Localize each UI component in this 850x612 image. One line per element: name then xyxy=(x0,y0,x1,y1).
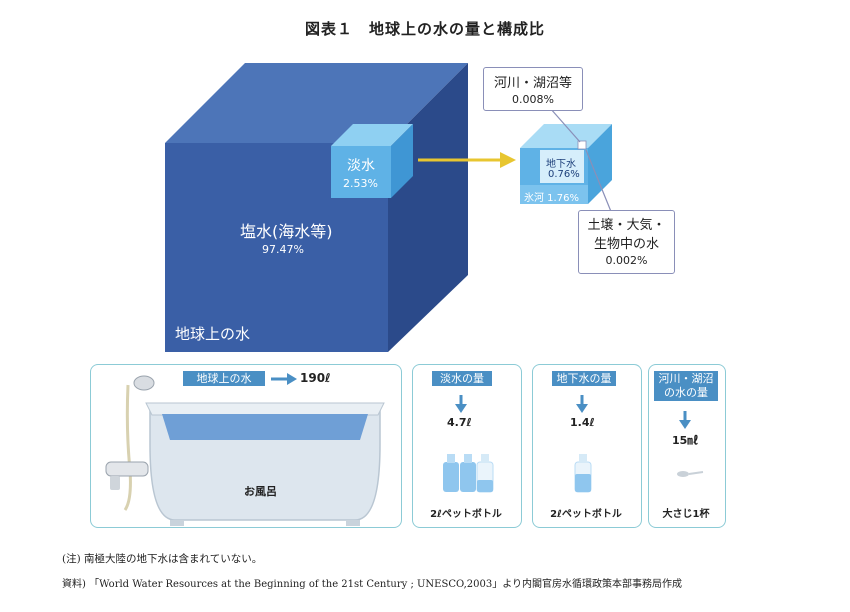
breakdown-cube-top xyxy=(520,124,612,148)
fresh-water-pct: 2.53% xyxy=(343,177,378,190)
note-antarctica: (注) 南極大陸の地下水は含まれていない。 xyxy=(62,553,263,565)
panel-bath-item: お風呂 xyxy=(244,485,277,498)
river-lake-cube xyxy=(577,140,587,150)
glacier-label: 氷河 1.76% xyxy=(524,193,579,204)
callout-river-label: 河川・湖沼等 xyxy=(493,76,572,91)
panel-river-item: 大さじ1杯 xyxy=(662,509,710,520)
callout-river-lake: 河川・湖沼等 0.008% xyxy=(483,67,583,111)
callout-river-pointer xyxy=(549,107,581,143)
bathtub-illustration xyxy=(145,402,385,526)
callout-soil-line2: 生物中の水 xyxy=(593,237,659,252)
panel-fresh-item: 2ℓペットボトル xyxy=(430,509,502,520)
callout-soil-line1: 土壌・大気・ xyxy=(587,218,666,233)
callout-soil-air: 土壌・大気・ 生物中の水 0.002% xyxy=(578,210,675,274)
note-source: 資料) 「World Water Resources at the Beginn… xyxy=(62,579,683,590)
salt-water-pct: 97.47% xyxy=(262,243,304,256)
bottles-fresh xyxy=(443,454,494,493)
panel-river-tag: 河川・湖沼 の水の量 xyxy=(654,371,718,401)
big-cube xyxy=(165,63,468,352)
panel-river-tag-line1: 河川・湖沼 xyxy=(658,372,714,385)
breakdown-cube-side xyxy=(588,124,612,204)
fresh-water-label: 淡水 xyxy=(347,158,375,174)
fresh-cube-front xyxy=(331,146,391,198)
panel-arrows xyxy=(271,373,691,429)
panel-river xyxy=(648,364,726,528)
callout-soil-pointer xyxy=(585,149,613,215)
panel-ground-tag: 地下水の量 xyxy=(552,371,616,386)
panel-bath-tag: 地球上の水 xyxy=(183,371,265,386)
bottle-ground xyxy=(574,454,592,493)
panel-fresh xyxy=(412,364,522,528)
panel-ground xyxy=(532,364,642,528)
fresh-cube-side xyxy=(391,124,413,198)
earth-water-label: 地球上の水 xyxy=(175,325,251,343)
fresh-cube-top xyxy=(331,124,413,146)
panel-ground-amount: 1.4ℓ xyxy=(570,416,595,429)
callout-river-pct: 0.008% xyxy=(512,93,554,106)
salt-water-label: 塩水(海水等) xyxy=(240,222,333,241)
panel-river-amount: 15㎖ xyxy=(672,434,699,447)
panel-ground-item: 2ℓペットボトル xyxy=(550,509,622,520)
panel-river-tag-line2: の水の量 xyxy=(664,386,708,399)
figure-title: 図表１ 地球上の水の量と構成比 xyxy=(304,20,545,38)
panel-bath-amount: 190ℓ xyxy=(300,371,331,385)
breakdown-cube xyxy=(520,124,612,204)
panel-fresh-tag: 淡水の量 xyxy=(432,371,492,386)
groundwater-block xyxy=(540,150,584,183)
shower-illustration xyxy=(105,375,155,511)
groundwater-label: 地下水 xyxy=(546,159,576,170)
fresh-water-cube xyxy=(331,124,413,198)
callout-soil-pct: 0.002% xyxy=(605,254,648,267)
arrow-fresh-to-breakdown xyxy=(418,152,516,168)
panel-fresh-amount: 4.7ℓ xyxy=(447,416,472,429)
groundwater-pct: 0.76% xyxy=(548,169,580,180)
spoon-illustration xyxy=(677,471,704,477)
big-cube-top xyxy=(165,63,468,143)
glacier-band xyxy=(520,185,588,204)
panel-bath xyxy=(90,364,402,528)
